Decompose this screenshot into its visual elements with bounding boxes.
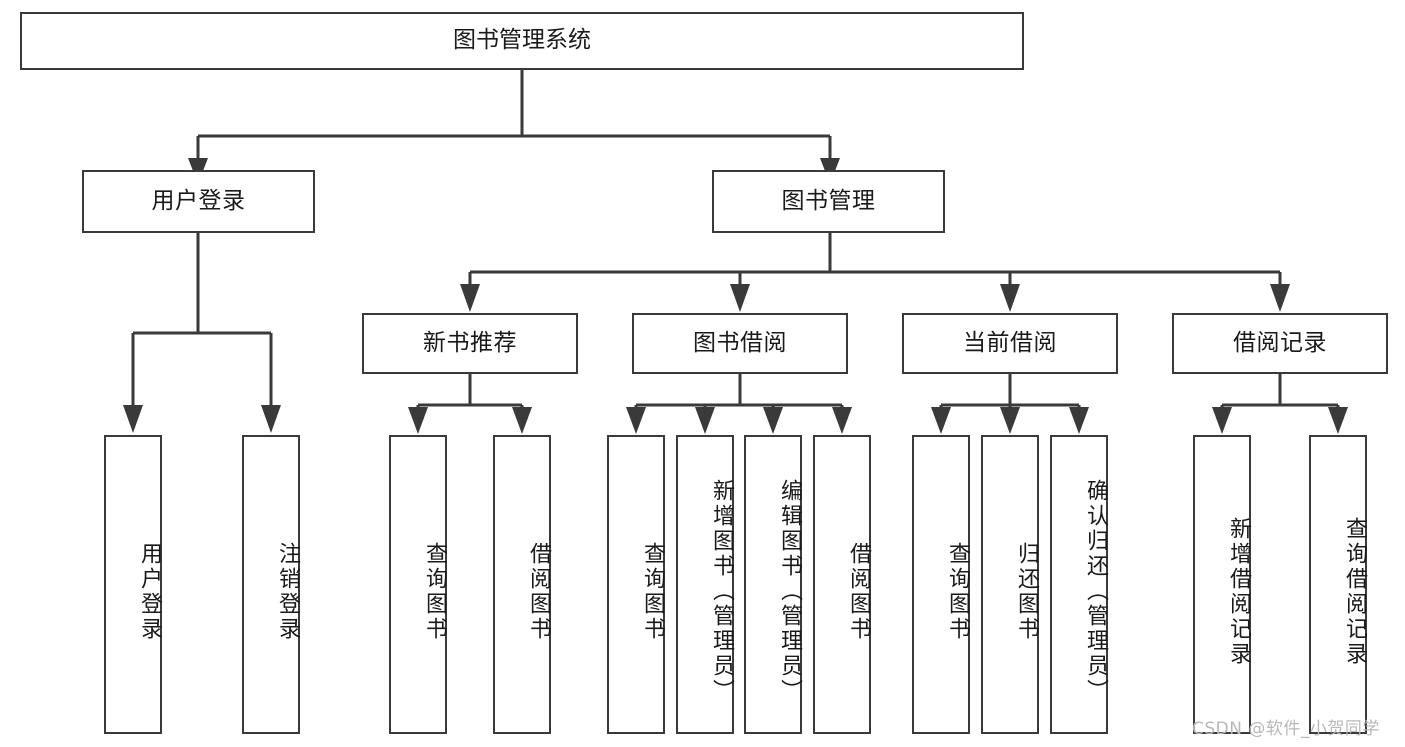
node-label: 编辑图书（管理员） (777, 479, 802, 704)
node-leaf-query-record[interactable]: 查询借阅记录 (1309, 435, 1367, 734)
node-leaf-return-book[interactable]: 归还图书 (981, 435, 1039, 734)
node-root-system[interactable]: 图书管理系统 (20, 12, 1024, 70)
node-label: 当前借阅 (963, 329, 1057, 356)
csdn-watermark: CSDN @软件_小贺同学 (1192, 719, 1380, 739)
node-label: 查询图书 (640, 541, 665, 642)
node-label: 用户登录 (137, 541, 162, 642)
node-label: 新增借阅记录 (1226, 516, 1251, 667)
node-label: 确认归还（管理员） (1083, 479, 1108, 704)
node-label: 图书借阅 (693, 329, 787, 356)
node-book-borrow[interactable]: 图书借阅 (632, 313, 848, 374)
node-label: 查询借阅记录 (1342, 516, 1367, 667)
node-new-book-recommend[interactable]: 新书推荐 (362, 313, 578, 374)
node-label: 查询图书 (945, 541, 970, 642)
node-leaf-confirm-return[interactable]: 确认归还（管理员） (1050, 435, 1108, 734)
node-leaf-edit-book[interactable]: 编辑图书（管理员） (744, 435, 802, 734)
node-label: 新增图书（管理员） (709, 479, 734, 704)
node-book-manage[interactable]: 图书管理 (712, 170, 945, 233)
node-leaf-query-book-3[interactable]: 查询图书 (912, 435, 970, 734)
node-label: 图书管理系统 (453, 27, 591, 54)
node-label: 借阅图书 (846, 541, 871, 642)
node-leaf-query-book-1[interactable]: 查询图书 (389, 435, 447, 734)
node-borrow-record[interactable]: 借阅记录 (1172, 313, 1388, 374)
node-leaf-logout-login[interactable]: 注销登录 (242, 435, 300, 734)
node-leaf-query-book-2[interactable]: 查询图书 (607, 435, 665, 734)
node-leaf-borrow-book-1[interactable]: 借阅图书 (493, 435, 551, 734)
node-label: 借阅图书 (526, 541, 551, 642)
node-label: 借阅记录 (1233, 329, 1327, 356)
node-leaf-add-record[interactable]: 新增借阅记录 (1193, 435, 1251, 734)
node-user-login[interactable]: 用户登录 (82, 170, 315, 233)
node-label: 查询图书 (422, 541, 447, 642)
node-label: 图书管理 (781, 187, 876, 214)
node-leaf-borrow-book-2[interactable]: 借阅图书 (813, 435, 871, 734)
node-label: 新书推荐 (423, 329, 517, 356)
node-label: 注销登录 (275, 541, 300, 642)
node-leaf-add-book[interactable]: 新增图书（管理员） (676, 435, 734, 734)
node-label: 归还图书 (1014, 541, 1039, 642)
node-current-borrow[interactable]: 当前借阅 (902, 313, 1118, 374)
node-label: 用户登录 (151, 187, 246, 214)
node-leaf-user-login[interactable]: 用户登录 (104, 435, 162, 734)
